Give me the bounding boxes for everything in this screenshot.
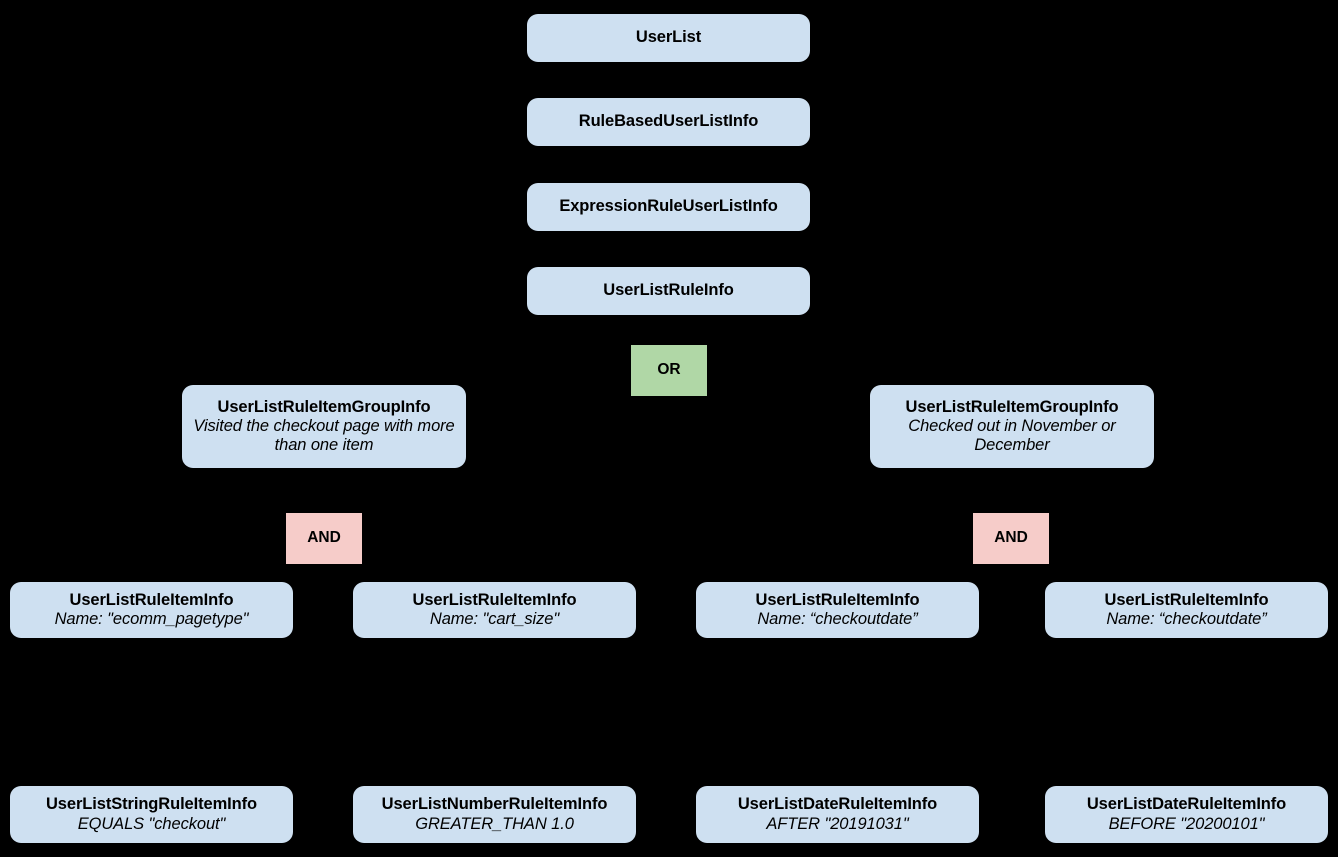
node-subtitle: GREATER_THAN 1.0 [415,814,574,833]
node-userlist[interactable]: UserList [527,14,810,62]
edge-and-left-to-item-ecomm-pagetype [150,563,325,583]
node-and-left[interactable]: AND [286,513,362,564]
operator-label: OR [657,361,681,379]
node-title: UserListRuleInfo [603,281,734,300]
node-subtitle: EQUALS "checkout" [77,814,226,833]
node-title: UserListDateRuleItemInfo [737,795,938,814]
edge-group-right-to-and-right [1010,467,1013,514]
node-subtitle: Name: “checkoutdate” [757,610,918,628]
edge-and-left-to-item-cart-size [323,563,496,583]
node-and-right[interactable]: AND [973,513,1049,564]
node-title: UserListRuleItemInfo [1104,590,1269,609]
node-subtitle: Name: "cart_size" [429,610,560,628]
node-title: UserListRuleItemInfo [69,590,234,609]
node-expressionruleuserlistinfo[interactable]: ExpressionRuleUserListInfo [527,183,810,231]
node-title: UserListRuleItemGroupInfo [905,397,1119,416]
node-subtitle: AFTER "20191031" [766,814,909,833]
node-title: UserList [635,28,702,47]
node-title: UserListRuleItemInfo [412,590,577,609]
node-subtitle: Visited the checkout page with more than… [193,416,455,455]
node-rulebaseduserlistinfo[interactable]: RuleBasedUserListInfo [527,98,810,146]
node-title: UserListRuleItemInfo [755,590,920,609]
edge-userlistruleinfo-to-or-op [667,314,670,346]
node-title: UserListStringRuleItemInfo [45,795,257,814]
operator-label: AND [307,529,341,547]
node-title: UserListNumberRuleItemInfo [381,795,608,814]
node-or-op[interactable]: OR [631,345,707,396]
operator-label: AND [994,529,1028,547]
node-title: ExpressionRuleUserListInfo [559,197,778,216]
node-title: RuleBasedUserListInfo [578,112,759,131]
node-subtitle: BEFORE "20200101" [1108,814,1265,833]
node-subtitle: Checked out in November or December [908,416,1116,455]
node-title: UserListRuleItemGroupInfo [217,397,431,416]
node-subtitle: Name: “checkoutdate” [1106,610,1267,628]
edge-and-right-to-item-checkoutdate-after [836,563,1012,583]
edge-and-right-to-item-checkoutdate-before [1010,563,1188,583]
node-subtitle: Name: "ecomm_pagetype" [54,610,249,628]
node-title: UserListDateRuleItemInfo [1086,795,1287,814]
node-userlistruleinfo[interactable]: UserListRuleInfo [527,267,810,315]
